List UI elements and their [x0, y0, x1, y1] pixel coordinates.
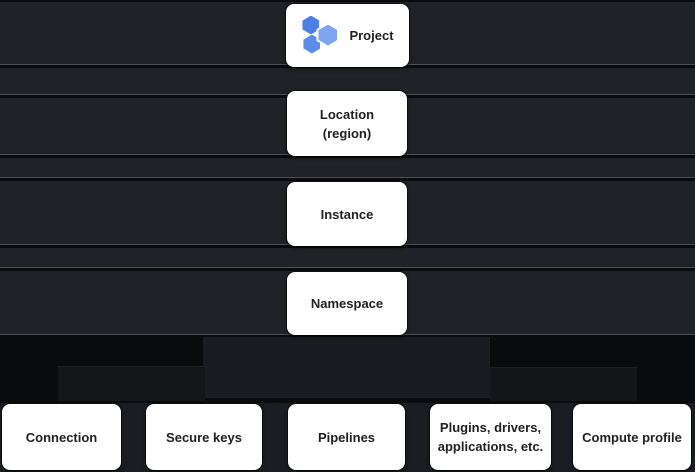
level-divider [0, 267, 695, 271]
pipelines-card: Pipelines [288, 404, 405, 470]
connection-card: Connection [2, 404, 121, 470]
plugins-drivers-label: Plugins, drivers, applications, etc. [438, 418, 543, 456]
namespace-card: Namespace [287, 272, 407, 335]
location-label-line1: Location [319, 106, 375, 122]
project-label-text: Project [349, 28, 394, 43]
project-label: Project [349, 26, 393, 45]
instance-label: Instance [321, 205, 374, 224]
hexagon-top-left [302, 15, 320, 35]
hexagon-bottom-left [303, 34, 321, 54]
plugins-drivers-label-line1: Plugins, drivers, [439, 420, 542, 435]
hexagon-right [318, 24, 338, 46]
instance-label-text: Instance [320, 206, 374, 222]
secure-keys-label: Secure keys [166, 428, 242, 447]
location-label-line2: (region) [322, 125, 372, 141]
connection-label: Connection [26, 428, 98, 447]
connection-label-text: Connection [25, 429, 98, 445]
namespace-inner-shelf [203, 337, 490, 398]
project-card: Project [286, 4, 409, 67]
location-card: Location (region) [287, 91, 407, 156]
shadow-panel-right [490, 367, 637, 401]
compute-profile-label: Compute profile [582, 428, 682, 447]
location-label: Location (region) [320, 105, 374, 143]
compute-profile-label-text: Compute profile [582, 429, 682, 445]
namespace-label: Namespace [311, 294, 383, 313]
namespace-label-text: Namespace [310, 296, 384, 311]
shadow-panel-left [58, 366, 205, 401]
level-divider [0, 177, 695, 181]
plugins-drivers-card: Plugins, drivers, applications, etc. [430, 404, 551, 470]
data-fusion-hexagons-icon [301, 15, 340, 56]
secure-keys-label-text: Secure keys [166, 429, 242, 445]
pipelines-label-text: Pipelines [317, 429, 376, 445]
compute-profile-card: Compute profile [573, 404, 691, 470]
instance-card: Instance [287, 182, 407, 246]
pipelines-label: Pipelines [318, 428, 375, 447]
secure-keys-card: Secure keys [146, 404, 262, 470]
plugins-drivers-label-line2: applications, etc. [437, 439, 544, 454]
